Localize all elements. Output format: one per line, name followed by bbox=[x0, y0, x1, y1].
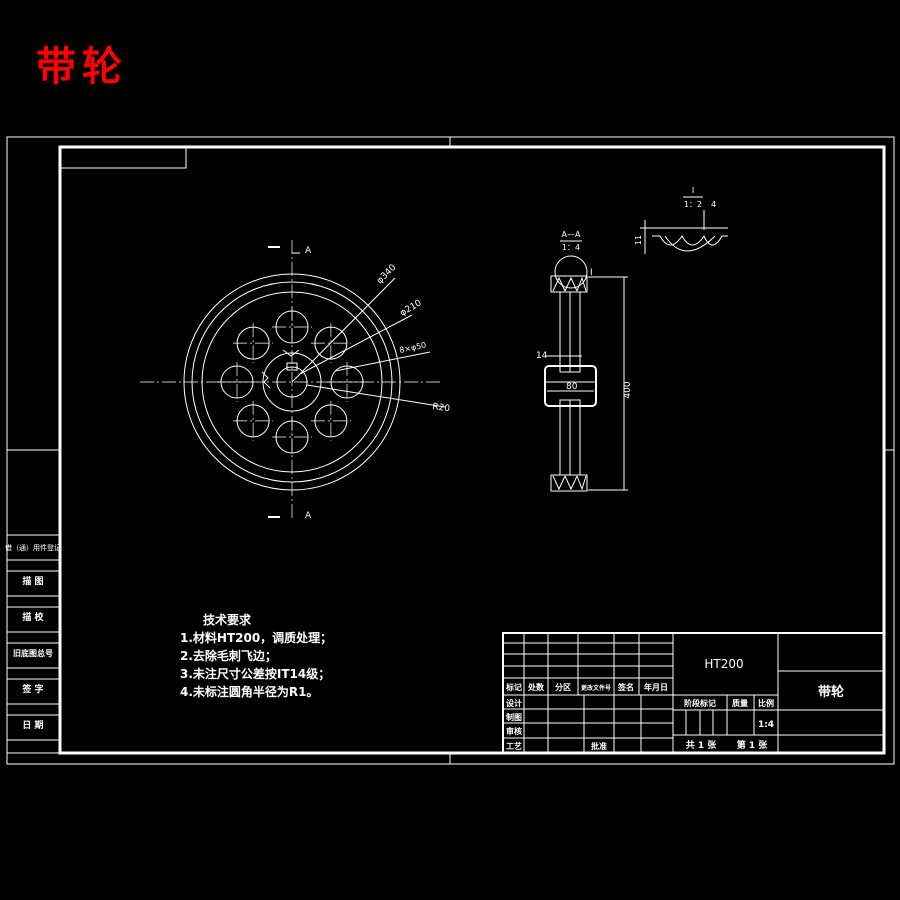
tb-role-4: 工艺 bbox=[506, 741, 522, 751]
tb-scale-value: 1:4 bbox=[758, 720, 774, 730]
tb-weight-label: 质量 bbox=[732, 698, 748, 708]
dim-bore-radius: R20 bbox=[432, 402, 451, 414]
section-label: A—A bbox=[562, 230, 581, 239]
bore bbox=[276, 366, 308, 398]
tb-sheets-total: 共 1 张 bbox=[686, 739, 718, 751]
tb-role-2: 制图 bbox=[506, 712, 522, 722]
tb-hdr-1: 标记 bbox=[505, 682, 522, 692]
tb-scale-label: 比例 bbox=[758, 698, 774, 708]
tb-material: HT200 bbox=[704, 657, 743, 671]
groove-circle bbox=[191, 281, 393, 483]
hub bbox=[262, 352, 322, 412]
section-view: A—A 1：4 Ⅰ 400 14 80 bbox=[536, 230, 633, 492]
section-scale: 1：4 bbox=[562, 243, 580, 252]
left-strip: 借（通）用件登记 描 图 描 校 旧底图总号 签 字 日 期 bbox=[5, 534, 61, 754]
tb-role-3: 审核 bbox=[506, 726, 522, 736]
tb-part-name: 带轮 bbox=[818, 684, 844, 700]
dim-hub-width: 80 bbox=[566, 382, 578, 392]
detail-label: Ⅰ bbox=[692, 186, 694, 195]
tech-item-2: 2.去除毛刺飞边； bbox=[180, 648, 277, 663]
tech-item-4: 4.未标注圆角半径为R1。 bbox=[180, 684, 319, 699]
page-title: 带轮 bbox=[36, 44, 128, 90]
hub-tick bbox=[282, 349, 300, 357]
detail-circle bbox=[554, 255, 588, 289]
break-mark bbox=[261, 371, 271, 389]
strip-label-1: 借（通）用件登记 bbox=[5, 543, 61, 552]
tb-role-1: 设计 bbox=[506, 698, 522, 708]
detail-dim-width: 4 bbox=[711, 200, 716, 209]
tb-hdr-6: 年月日 bbox=[644, 682, 668, 692]
title-block: HT200 带轮 标记 处数 分区 更改文件号 签名 年月日 设计 制图 审核 … bbox=[502, 632, 885, 754]
detail-scale: 1：2 bbox=[684, 200, 702, 209]
code-box bbox=[60, 147, 187, 169]
tb-hdr-5: 签名 bbox=[617, 682, 634, 692]
section-mark-bottom: A bbox=[305, 511, 312, 521]
tech-item-1: 1.材料HT200，调质处理； bbox=[180, 630, 332, 645]
inner-rim bbox=[201, 291, 383, 473]
tech-requirements: 技术要求 1.材料HT200，调质处理； 2.去除毛刺飞边； 3.未注尺寸公差按… bbox=[180, 612, 332, 699]
keyway bbox=[286, 362, 298, 371]
detail-marker: Ⅰ bbox=[590, 268, 593, 278]
tb-hdr-3: 分区 bbox=[555, 682, 571, 692]
strip-label-3: 描 校 bbox=[22, 611, 44, 623]
detail-dim-depth: 11 bbox=[634, 235, 643, 245]
section-mark-top: A bbox=[305, 246, 312, 256]
dim-web-thickness: 14 bbox=[536, 351, 548, 361]
dim-height: 400 bbox=[623, 381, 633, 398]
detail-view: Ⅰ 1：2 11 4 bbox=[634, 186, 728, 254]
strip-label-6: 日 期 bbox=[22, 719, 43, 731]
tech-item-3: 3.未注尺寸公差按IT14级； bbox=[180, 666, 330, 681]
tb-stage-label: 阶段标记 bbox=[684, 698, 716, 708]
tech-heading: 技术要求 bbox=[203, 612, 252, 627]
tb-hdr-4: 更改文件号 bbox=[581, 684, 611, 692]
dim-holes: 8×φ50 bbox=[399, 340, 428, 354]
tb-sheet-no: 第 1 张 bbox=[737, 739, 769, 751]
sheet-outer-border bbox=[6, 136, 895, 765]
strip-label-5: 签 字 bbox=[21, 683, 43, 695]
dim-outer-dia: φ340 bbox=[375, 263, 399, 287]
strip-label-2: 描 图 bbox=[22, 575, 43, 587]
tb-hdr-2: 处数 bbox=[527, 682, 545, 692]
tb-approve: 批准 bbox=[591, 741, 607, 751]
front-view: A A φ340 φ210 8×φ50 R20 bbox=[140, 240, 451, 521]
outer-rim bbox=[183, 273, 401, 491]
strip-label-4: 旧底图总号 bbox=[13, 648, 53, 658]
